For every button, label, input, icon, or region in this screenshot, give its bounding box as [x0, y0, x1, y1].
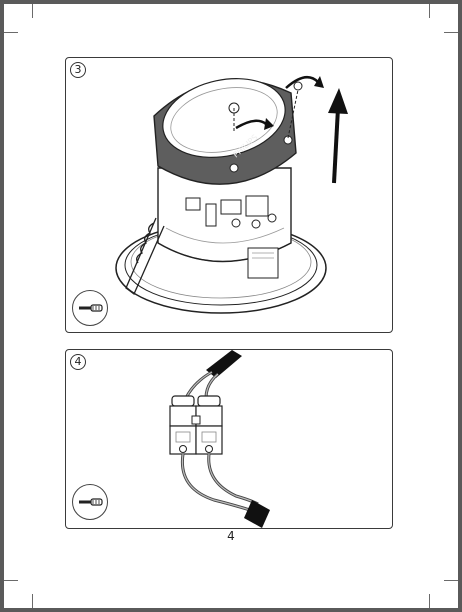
- page-number: 4: [227, 529, 235, 543]
- step-4-panel: 4: [65, 349, 393, 529]
- rotate-arrow: [235, 119, 267, 130]
- step-number-badge: 4: [70, 354, 86, 370]
- step-3-panel: 3 PHILIPS: [65, 57, 393, 333]
- screwdriver-icon: [72, 484, 108, 520]
- crop-mark: [32, 4, 33, 18]
- crop-mark: [429, 594, 430, 608]
- crop-mark: [32, 594, 33, 608]
- crop-mark: [444, 32, 458, 33]
- downlight-illustration: PHILIPS: [115, 75, 348, 314]
- lift-arrow: [332, 107, 340, 184]
- crop-mark: [4, 580, 18, 581]
- terminal-block: [169, 395, 223, 455]
- step-number-badge: 3: [70, 62, 86, 78]
- screwdriver-icon: [72, 290, 108, 326]
- wiring-illustration: [169, 350, 270, 528]
- cable-sheath-bottom: [244, 500, 270, 528]
- cable-sheath-top: [206, 350, 242, 378]
- crop-mark: [444, 580, 458, 581]
- crop-mark: [4, 32, 18, 33]
- screw-3: [229, 163, 239, 173]
- crop-mark: [429, 4, 430, 18]
